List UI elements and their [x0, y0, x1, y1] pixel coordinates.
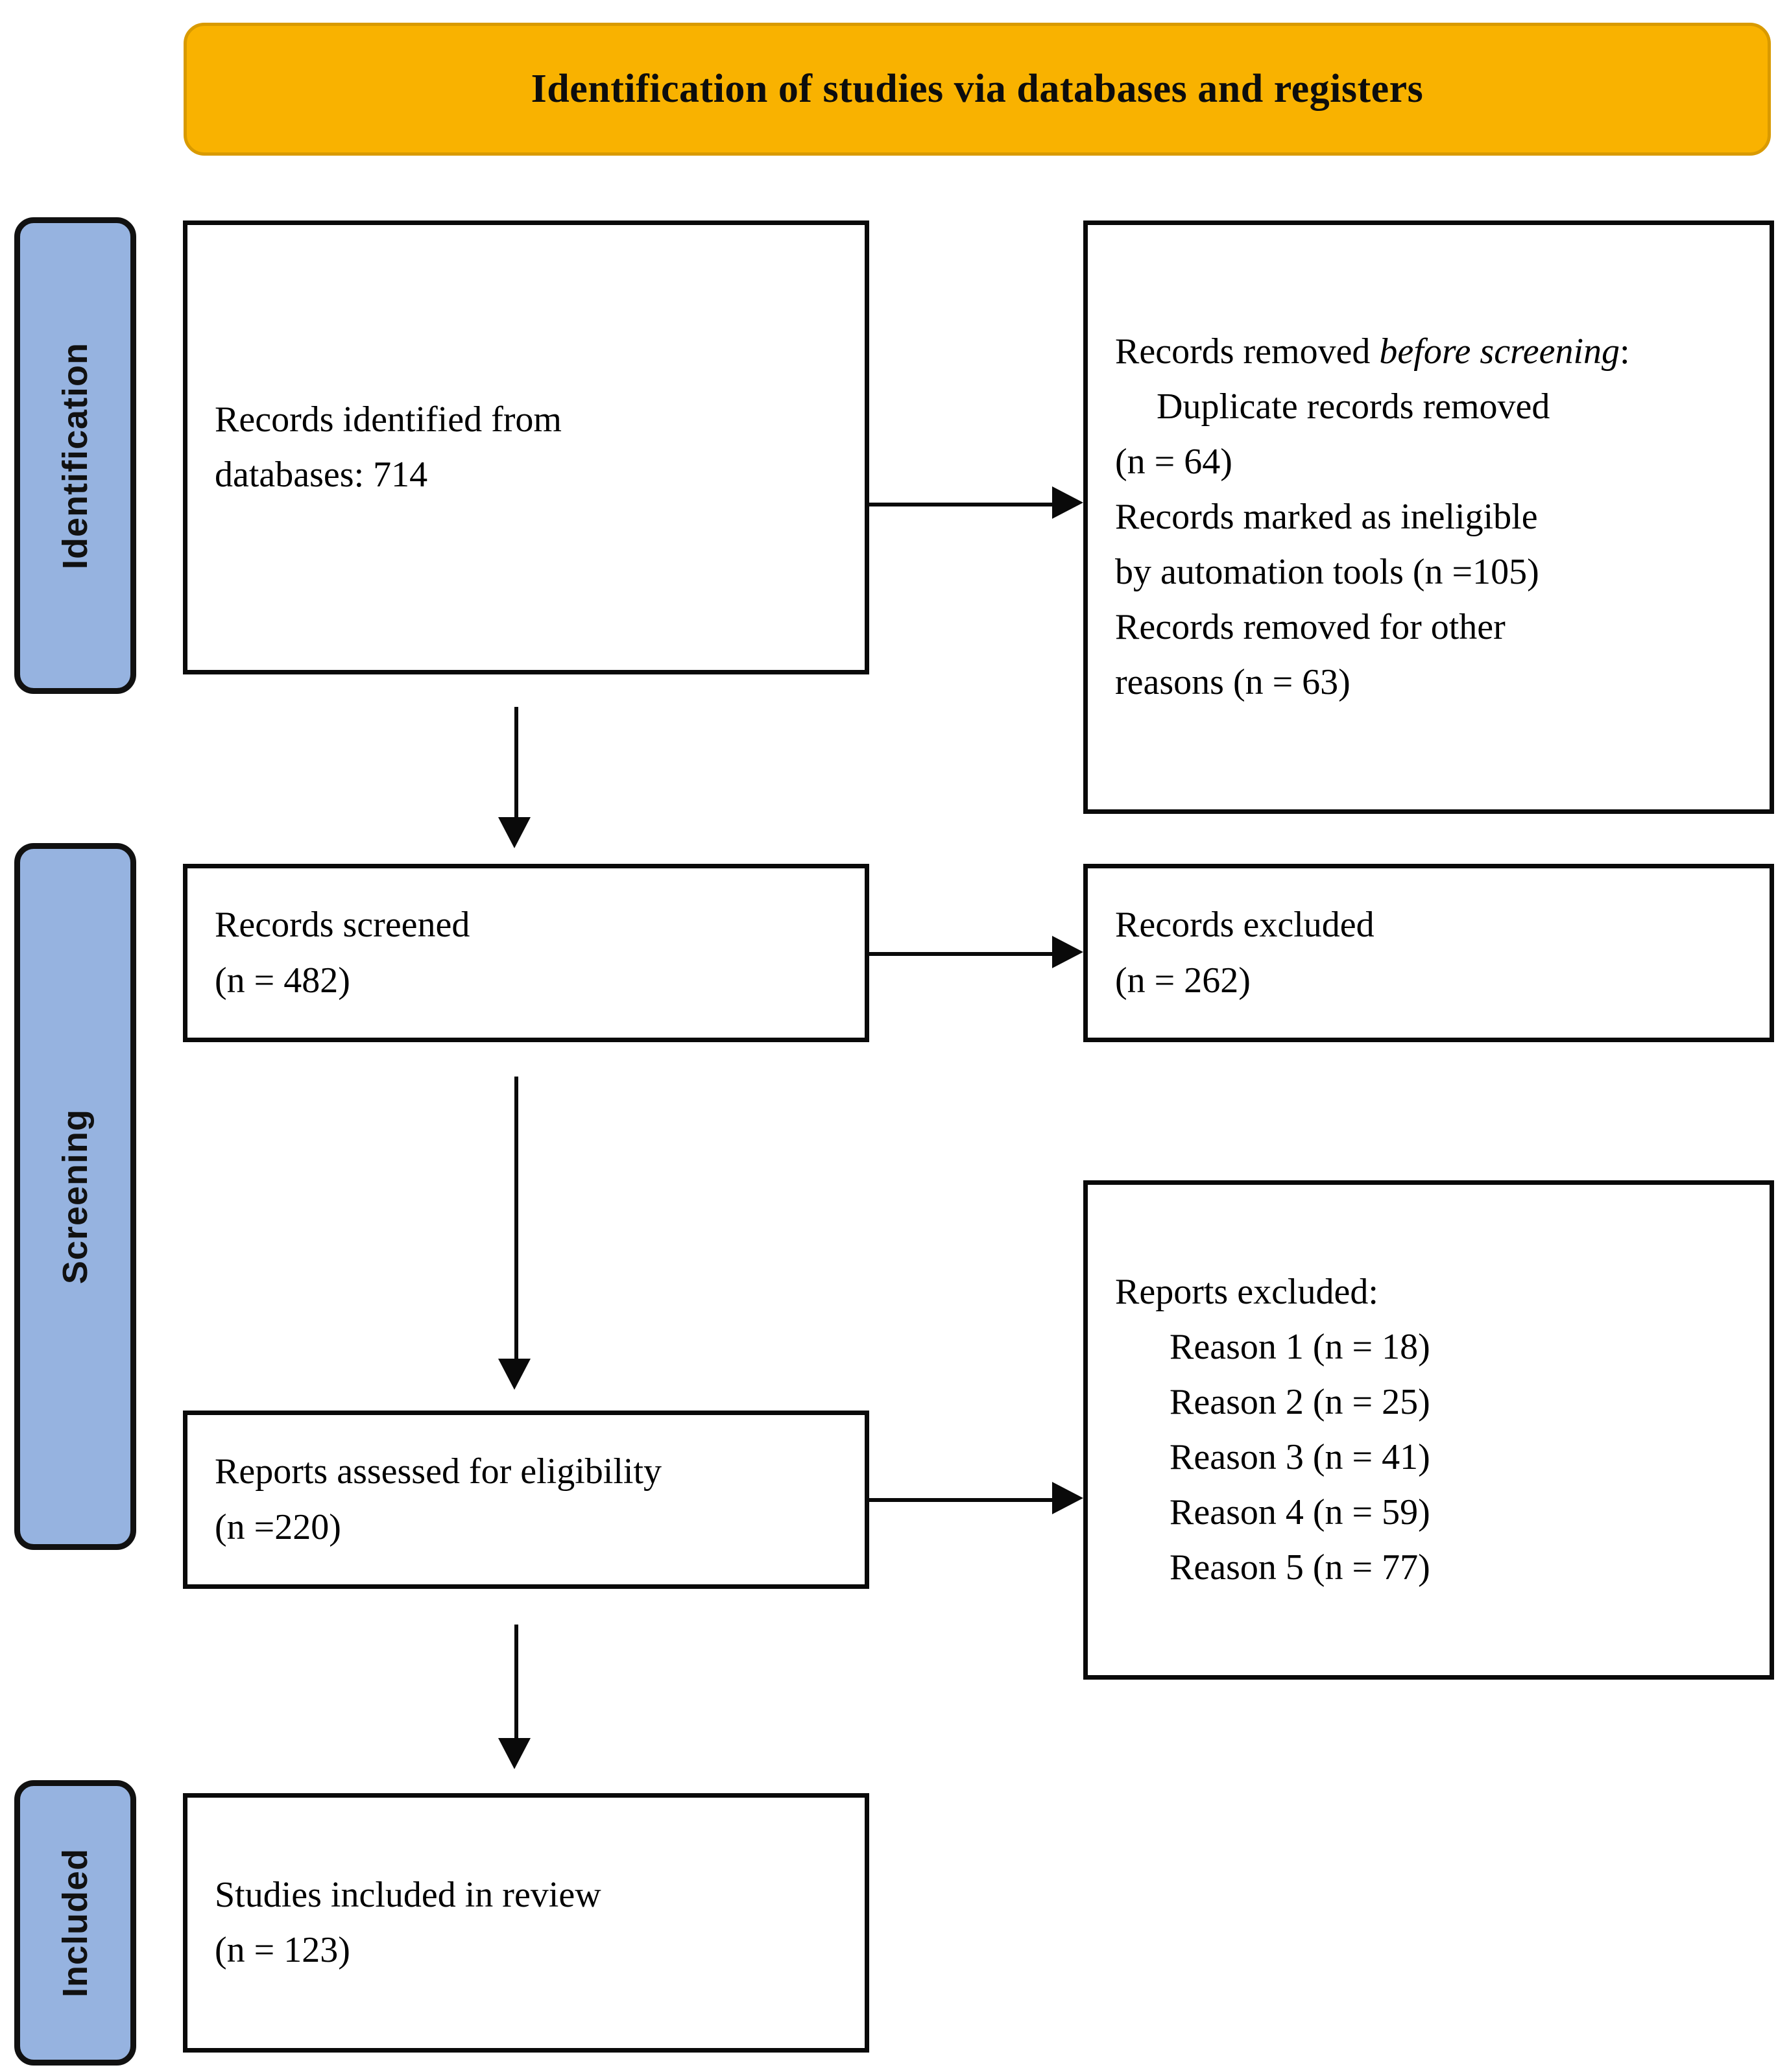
studies-included-line1: Studies included in review [215, 1874, 601, 1915]
records-screened-line2: (n = 482) [215, 960, 350, 1001]
box-records-identified: Records identified from databases: 714 [183, 220, 869, 674]
arrow-shaft [514, 1077, 518, 1359]
records-excluded-line1: Records excluded [1115, 905, 1375, 946]
removed-before-item1b: (n = 64) [1115, 441, 1232, 482]
reports-excluded-reason-2: Reason 2 (n = 25) [1170, 1381, 1430, 1422]
removed-before-heading-suffix: : [1620, 331, 1630, 372]
box-records-screened: Records screened (n = 482) [183, 864, 869, 1042]
reports-excluded-reason-3: Reason 3 (n = 41) [1170, 1437, 1430, 1477]
stage-tab-identification: Identification [14, 217, 136, 694]
arrow-head-right-icon [1052, 936, 1083, 968]
box-reports-assessed-for-eligibility: Reports assessed for eligibility (n =220… [183, 1411, 869, 1589]
arrow-head-down-icon [498, 1359, 531, 1390]
arrow-shaft [869, 1498, 1052, 1502]
reports-excluded-reason-1: Reason 1 (n = 18) [1170, 1326, 1430, 1367]
arrow-shaft [869, 503, 1052, 506]
removed-before-item3: Records removed for other [1115, 607, 1506, 648]
removed-before-heading-prefix: Records removed [1115, 331, 1380, 372]
removed-before-heading-italic: before screening [1379, 331, 1620, 372]
reports-excluded-heading: Reports excluded: [1115, 1271, 1378, 1312]
records-excluded-line2: (n = 262) [1115, 960, 1251, 1001]
records-screened-line1: Records screened [215, 905, 470, 946]
arrow-shaft [514, 1625, 518, 1738]
removed-before-item1: Duplicate records removed [1157, 386, 1550, 427]
stage-tab-included: Included [14, 1780, 136, 2066]
reports-eligibility-line1: Reports assessed for eligibility [215, 1451, 662, 1492]
studies-included-line2: (n = 123) [215, 1930, 350, 1970]
arrow-head-down-icon [498, 1738, 531, 1769]
stage-tab-screening-label: Screening [56, 1108, 95, 1285]
stage-tab-included-label: Included [56, 1848, 95, 1997]
records-identified-line1: Records identified from [215, 399, 562, 440]
arrow-shaft [869, 952, 1052, 956]
arrow-head-right-icon [1052, 486, 1083, 519]
removed-before-item2: Records marked as ineligible [1115, 496, 1538, 537]
removed-before-heading: Records removed before screening: [1115, 324, 1742, 379]
box-reports-excluded: Reports excluded: Reason 1 (n = 18) Reas… [1083, 1180, 1774, 1680]
arrow-head-right-icon [1052, 1482, 1083, 1514]
box-records-excluded: Records excluded (n = 262) [1083, 864, 1774, 1042]
arrow-shaft [514, 707, 518, 817]
stage-tab-identification-label: Identification [56, 342, 95, 569]
box-studies-included-in-review: Studies included in review (n = 123) [183, 1793, 869, 2053]
reports-excluded-reason-5: Reason 5 (n = 77) [1170, 1547, 1430, 1588]
removed-before-item3b: reasons (n = 63) [1115, 662, 1351, 703]
box-records-removed-before-screening: Records removed before screening: Duplic… [1083, 220, 1774, 814]
removed-before-item2b: by automation tools (n =105) [1115, 552, 1539, 593]
reports-excluded-reason-4: Reason 4 (n = 59) [1170, 1492, 1430, 1533]
banner-title: Identification of studies via databases … [531, 67, 1424, 111]
records-identified-line2: databases: 714 [215, 455, 428, 495]
reports-eligibility-line2: (n =220) [215, 1506, 341, 1547]
stage-tab-screening: Screening [14, 843, 136, 1550]
arrow-head-down-icon [498, 817, 531, 848]
header-banner: Identification of studies via databases … [184, 23, 1771, 156]
